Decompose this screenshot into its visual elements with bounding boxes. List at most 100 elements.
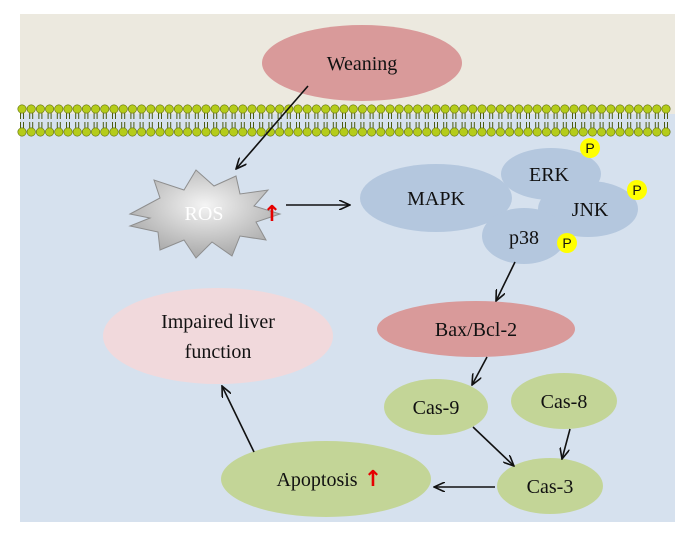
jnk-phospho-label: P (632, 182, 641, 198)
lipid-head (219, 104, 229, 114)
lipid-tail (277, 122, 282, 128)
lipid-tail (167, 113, 172, 119)
lipid-tail (342, 113, 346, 119)
lipid-head (26, 127, 36, 137)
lipid-tail (470, 122, 475, 128)
lipid-tail (139, 122, 144, 128)
lipid-head (615, 104, 625, 114)
ros-increase-icon: ↑ (263, 202, 281, 227)
lipid-head (514, 127, 524, 137)
lipid-tail (516, 122, 521, 128)
lipid-tail (424, 113, 429, 119)
lipid-tail (286, 122, 291, 128)
lipid-head (17, 127, 27, 137)
lipid-head (109, 127, 119, 137)
lipid-tail (443, 113, 448, 119)
lipid-tail (112, 113, 116, 119)
lipid-head (72, 104, 82, 114)
lipid-head (17, 104, 27, 114)
lipid-tail (590, 113, 595, 119)
lipid-head (357, 104, 367, 114)
lipid-head (256, 127, 266, 137)
lipid-head (164, 104, 174, 114)
lipid-tail (535, 113, 540, 119)
lipid-head (91, 127, 101, 137)
lipid-head (63, 127, 73, 137)
lipid-tail (332, 122, 337, 128)
lipid-head (413, 104, 423, 114)
lipid-head (560, 104, 570, 114)
lipid-tail (434, 113, 438, 119)
lipid-head (403, 104, 413, 114)
lipid-head (256, 104, 266, 114)
lipid-tail (544, 113, 549, 119)
lipid-tail (204, 113, 208, 119)
lipid-head (210, 127, 220, 137)
lipid-tail (259, 113, 264, 119)
lipid-head (477, 127, 487, 137)
lipid-head (210, 104, 220, 114)
lipid-head (54, 104, 64, 114)
lipid-tail (130, 122, 135, 128)
lipid-head (606, 104, 616, 114)
lipid-head (661, 127, 671, 137)
lipid-head (394, 104, 404, 114)
lipid-tail (240, 113, 245, 119)
lipid-tail (535, 122, 540, 128)
lipid-head (164, 127, 174, 137)
lipid-head (394, 127, 404, 137)
lipid-head (468, 127, 478, 137)
lipid-tail (360, 122, 365, 128)
lipid-head (137, 127, 147, 137)
lipid-head (118, 104, 128, 114)
lipid-head (440, 104, 450, 114)
lipid-tail (360, 113, 365, 119)
jnk-node (538, 181, 638, 237)
lipid-head (247, 127, 257, 137)
lipid-head (45, 127, 55, 137)
lipid-head (265, 127, 275, 137)
lipid-tail (581, 113, 586, 119)
lipid-head (302, 127, 312, 137)
lipid-tail (452, 122, 457, 128)
lipid-head (183, 127, 193, 137)
lipid-head (137, 104, 147, 114)
lipid-tail (66, 113, 70, 119)
lipid-tail (388, 113, 392, 119)
lipid-tail (296, 122, 300, 128)
lipid-head (597, 104, 607, 114)
lipid-head (367, 104, 377, 114)
lipid-head (302, 104, 312, 114)
lipid-head (449, 127, 459, 137)
arrow-cas9-to-cas3 (472, 426, 514, 466)
lipid-tail (645, 122, 650, 128)
lipid-head (624, 127, 634, 137)
lipid-tail (250, 113, 254, 119)
lipid-tail (415, 122, 420, 128)
lipid-tail (351, 113, 356, 119)
lipid-tail (29, 122, 34, 128)
impaired-liver-function-label-line2: function (185, 341, 252, 363)
lipid-head (81, 104, 91, 114)
lipid-head (403, 127, 413, 137)
lipid-tail (544, 122, 549, 128)
impaired-liver-function-label-line1: Impaired liver (161, 311, 275, 333)
lipid-head (587, 127, 597, 137)
lipid-head (146, 104, 156, 114)
lipid-tail (443, 122, 448, 128)
lipid-tail (654, 113, 659, 119)
apoptosis-increase-icon: ↑ (364, 467, 382, 492)
lipid-head (81, 127, 91, 137)
lipid-head (201, 104, 211, 114)
lipid-head (505, 104, 515, 114)
lipid-tail (250, 122, 254, 128)
lipid-tail (406, 122, 411, 128)
ros-starburst (128, 169, 282, 259)
lipid-head (311, 127, 321, 137)
lipid-tail (47, 122, 52, 128)
lipid-tail (618, 113, 622, 119)
apoptosis-node (221, 441, 431, 517)
lipid-head (311, 104, 321, 114)
lipid-head (72, 127, 82, 137)
weaning-node (262, 25, 462, 101)
